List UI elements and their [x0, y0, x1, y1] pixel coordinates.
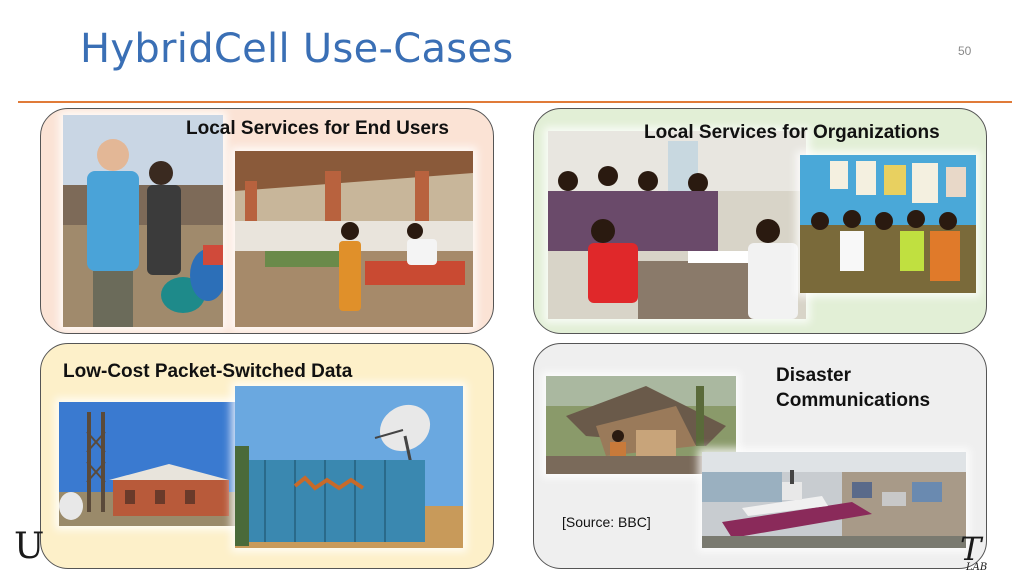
- slide-title: HybridCell Use-Cases: [80, 26, 514, 72]
- panel-caption: Local Services for Organizations: [644, 122, 940, 143]
- market-crowd-photo: [63, 115, 223, 327]
- market-stall-photo: [235, 151, 473, 327]
- source-citation: [Source: BBC]: [562, 514, 651, 530]
- lab-logo-text: LAB: [966, 562, 988, 573]
- panel-caption: Local Services for End Users: [186, 118, 449, 139]
- caption-line: Communications: [776, 389, 931, 411]
- shipping-container-satellite-photo: [235, 386, 463, 548]
- title-divider: [18, 101, 1012, 103]
- caption-line: Disaster: [776, 365, 851, 386]
- panel-caption: Disaster Communications: [776, 364, 930, 413]
- page-number: 50: [958, 44, 972, 58]
- panel-end-users: Local Services for End Users: [40, 108, 494, 334]
- radio-tower-building-photo: [59, 402, 239, 526]
- panel-caption: Low-Cost Packet-Switched Data: [63, 361, 353, 382]
- clinic-waiting-room-photo: [800, 155, 976, 293]
- clinic-consultation-photo: [548, 131, 806, 319]
- stranded-ships-photo: [702, 452, 966, 548]
- lab-logo: T: [960, 530, 982, 568]
- university-logo: U: [14, 526, 45, 567]
- panel-packet-data: Low-Cost Packet-Switched Data: [40, 343, 494, 569]
- panel-organizations: Local Services for Organizations: [533, 108, 987, 334]
- panel-disaster: Disaster Communications [Source: BBC]: [533, 343, 987, 569]
